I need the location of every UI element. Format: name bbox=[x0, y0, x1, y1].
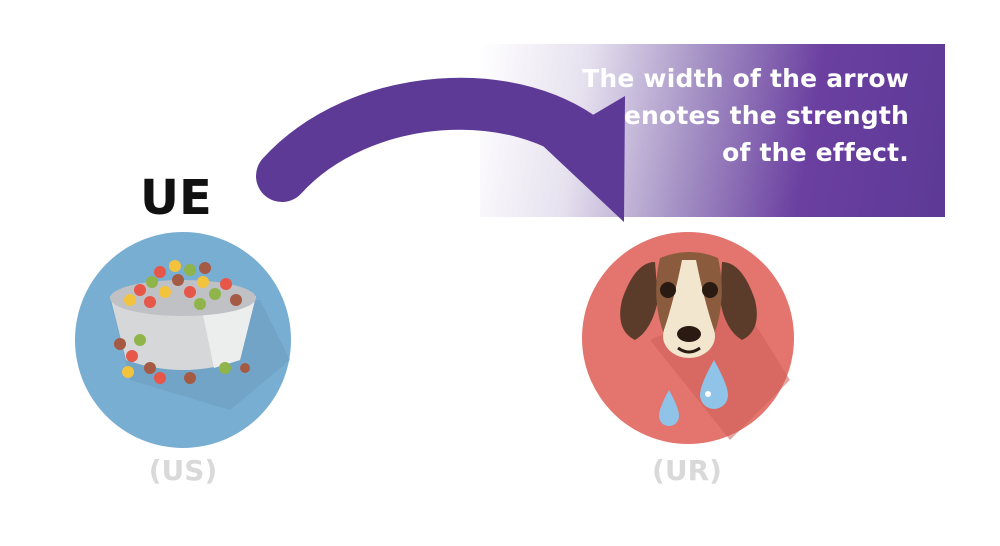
effect-arrow bbox=[256, 77, 625, 222]
crying-dog-icon bbox=[582, 232, 794, 444]
stimulus-label: UE bbox=[140, 170, 212, 226]
us-caption: (US) bbox=[148, 454, 218, 487]
dog-food-bowl-icon bbox=[75, 232, 291, 448]
ur-caption: (UR) bbox=[652, 454, 722, 487]
callout-text: The width of the arrow denotes the stren… bbox=[582, 64, 909, 167]
